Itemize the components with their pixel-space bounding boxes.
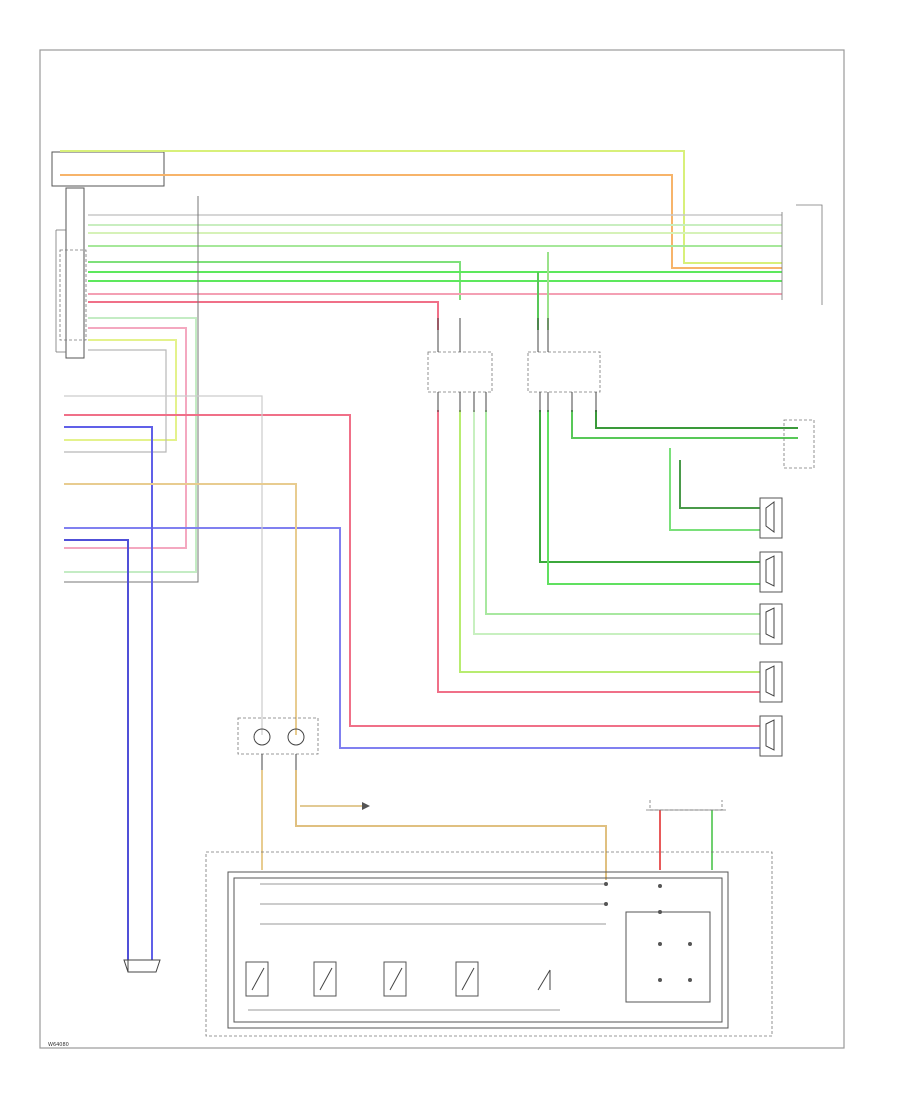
wire-light-green-mid — [473, 410, 760, 635]
wire-black-left — [64, 196, 199, 583]
main-connector-body — [65, 187, 85, 359]
wire-red-9 — [88, 301, 439, 330]
wire-blue-right-speaker — [64, 527, 760, 749]
speaker-2 — [759, 551, 783, 593]
wire-dkgreen-r2 — [595, 410, 798, 429]
wire-tan-bottom-2 — [295, 770, 607, 880]
wire-red-mid — [437, 410, 760, 693]
wires — [60, 150, 798, 960]
speaker-5 — [759, 715, 783, 757]
control-unit — [237, 717, 319, 770]
wire-grey-left — [64, 349, 167, 453]
switch-2 — [313, 961, 337, 997]
connector-shield — [59, 249, 87, 341]
diagram-id: W64080 — [48, 1042, 69, 1048]
switch-1 — [245, 961, 269, 997]
wire-dkgreen-r4 — [679, 460, 760, 509]
right-connector — [783, 419, 815, 469]
ambient-box — [625, 911, 711, 1003]
speaker-1 — [759, 497, 783, 539]
wire-bright-green-mid — [547, 410, 760, 585]
wire-tan — [64, 483, 297, 735]
wire-light-green-left — [64, 317, 197, 573]
bottom-module — [205, 851, 773, 1037]
wire-yellow-green-top — [60, 150, 782, 264]
mid-left-connector — [427, 318, 493, 412]
wire-blue-left-speaker-b — [64, 539, 129, 960]
ambient-connector — [646, 800, 726, 811]
wire-pink-right-speaker — [64, 414, 760, 727]
top-connector-box — [51, 151, 165, 187]
left-speaker — [123, 959, 161, 973]
wire-yellow-left — [64, 339, 177, 441]
arrow-indicator — [300, 802, 370, 810]
wire-dk-green-mid — [539, 410, 760, 563]
wire-pink-left — [64, 327, 187, 549]
diagram-frame — [39, 49, 845, 1049]
wire-orange-top — [60, 174, 782, 269]
mid-right-connector — [527, 318, 601, 412]
speaker-3 — [759, 603, 783, 645]
speaker-4 — [759, 661, 783, 703]
wire-green-5 — [88, 261, 461, 300]
wire-green-r1 — [571, 410, 798, 439]
wire-green-mid — [485, 410, 760, 615]
wire-yellow-green-mid — [459, 410, 760, 673]
switch-3 — [383, 961, 407, 997]
wire-grey-long — [64, 395, 263, 735]
wire-blue-left-speaker-a — [64, 426, 153, 960]
right-bundle-termination — [781, 204, 823, 305]
switch-4 — [455, 961, 479, 997]
right-speakers — [759, 419, 815, 757]
switch-5 — [537, 969, 551, 991]
wire-green-r3 — [669, 448, 760, 531]
